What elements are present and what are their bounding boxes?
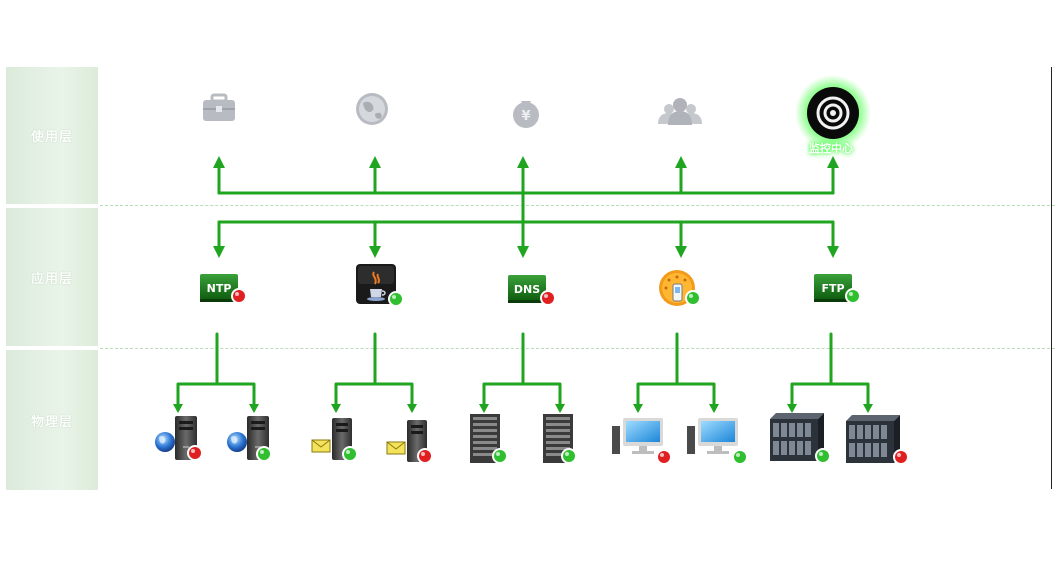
- target-icon[interactable]: [795, 75, 871, 151]
- physical-branch: [790, 332, 870, 412]
- layer-label-physical: 物理层: [6, 350, 98, 490]
- ok-status-icon: [492, 448, 508, 464]
- arrowhead: [787, 404, 797, 413]
- java-icon[interactable]: [356, 264, 396, 304]
- monitor-center-label: 监控中心: [809, 142, 853, 155]
- storage-array-icon[interactable]: [770, 413, 824, 461]
- ok-status-icon: [732, 449, 748, 465]
- layer-separator: [100, 205, 1055, 206]
- workstation-icon[interactable]: [612, 418, 663, 454]
- layer-label-application: 应用层: [6, 208, 98, 346]
- users-icon[interactable]: [658, 98, 702, 125]
- ok-status-icon: [815, 448, 831, 464]
- layer-label-usage: 使用层: [6, 67, 98, 204]
- ftp-badge-icon[interactable]: FTP: [814, 274, 852, 302]
- layer-separator: [100, 348, 1055, 349]
- arrowhead: [479, 404, 489, 413]
- ftp-label: FTP: [821, 282, 844, 295]
- arrowhead: [863, 404, 873, 413]
- storage-array-icon[interactable]: [846, 415, 900, 463]
- ok-status-icon: [685, 290, 701, 306]
- arrowhead: [331, 404, 341, 413]
- ok-status-icon: [561, 448, 577, 464]
- ok-status-icon: [845, 288, 861, 304]
- layer-label-text: 物理层: [30, 414, 73, 430]
- error-status-icon: [187, 445, 203, 461]
- status-indicators: [187, 288, 909, 465]
- arrowheads: [173, 404, 873, 413]
- physical-branch: [176, 332, 256, 412]
- layer-label-text: 应用层: [30, 271, 73, 287]
- physical-branch: [334, 332, 414, 412]
- ntp-label: NTP: [207, 282, 232, 295]
- phone-app-icon[interactable]: [659, 270, 695, 306]
- arrowhead: [709, 404, 719, 413]
- layer-label-text: 使用层: [30, 130, 73, 145]
- dns-label: DNS: [514, 283, 540, 296]
- error-status-icon: [893, 449, 909, 465]
- error-status-icon: [656, 449, 672, 465]
- workstation-icon[interactable]: [687, 418, 738, 454]
- arrowhead: [407, 404, 417, 413]
- ok-status-icon: [256, 446, 272, 462]
- connector-lines: [176, 156, 870, 412]
- ok-status-icon: [388, 291, 404, 307]
- arrowhead: [249, 404, 259, 413]
- ok-status-icon: [342, 446, 358, 462]
- arrowhead: [633, 404, 643, 413]
- arrowhead: [555, 404, 565, 413]
- money-bag-icon[interactable]: ¥: [513, 101, 539, 128]
- globe-icon[interactable]: [356, 93, 388, 125]
- svg-text:¥: ¥: [521, 109, 530, 124]
- error-status-icon: [417, 448, 433, 464]
- dns-badge-icon[interactable]: DNS: [508, 275, 546, 303]
- frame-border: [1051, 67, 1052, 489]
- arrowhead: [173, 404, 183, 413]
- error-status-icon: [540, 290, 556, 306]
- briefcase-icon[interactable]: [203, 93, 235, 121]
- ntp-badge-icon[interactable]: NTP: [200, 274, 238, 302]
- error-status-icon: [231, 288, 247, 304]
- physical-branch: [482, 332, 562, 412]
- physical-branch: [636, 332, 716, 412]
